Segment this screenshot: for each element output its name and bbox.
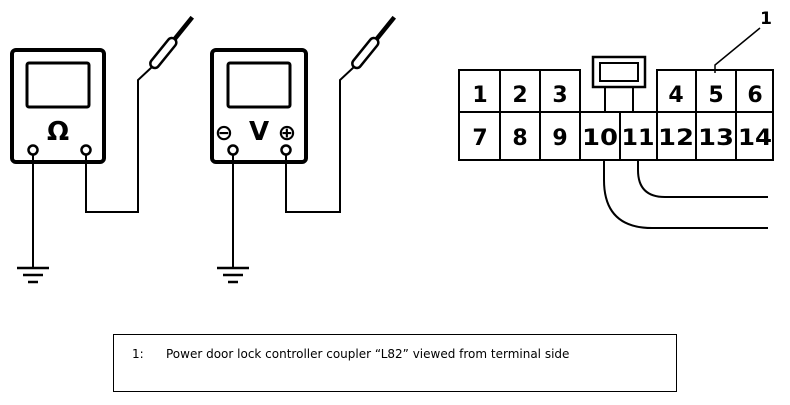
- coupler-outline: [458, 69, 774, 161]
- pin-label: 5: [708, 83, 723, 108]
- pin-label: 7: [472, 126, 487, 151]
- coupler-lock-tab: [591, 55, 647, 112]
- ohmmeter-symbol: Ω: [47, 117, 69, 147]
- voltmeter-neg-symbol: ⊖: [215, 121, 233, 146]
- voltmeter-pos-terminal: [280, 144, 292, 156]
- voltmeter-ground-icon: [217, 266, 249, 284]
- voltmeter-symbol: V: [249, 117, 269, 147]
- legend-item-number: 1:: [132, 347, 144, 361]
- wire-terminal-10: [603, 160, 768, 229]
- callout-leader: [714, 27, 761, 73]
- voltmeter: [210, 15, 397, 284]
- pin-label: 10: [582, 126, 618, 151]
- coupler-pin-labels: 1 2 3 4 5 6 7 8 9 10 11 12 13 14: [472, 83, 772, 151]
- pin-label: 1: [472, 83, 487, 108]
- legend-item-text: Power door lock controller coupler “L82”…: [166, 347, 570, 361]
- wire-terminal-11: [637, 160, 768, 198]
- ohmmeter-body: [10, 48, 106, 164]
- pin-label: 8: [512, 126, 527, 151]
- ohmmeter-probe-terminal: [80, 144, 92, 156]
- pin-label: 3: [552, 83, 567, 108]
- ohmmeter-probe-icon: [149, 15, 195, 70]
- voltmeter-display: [226, 61, 292, 109]
- ohmmeter-probe-lead: [85, 66, 153, 213]
- ohmmeter-ground-icon: [17, 266, 49, 284]
- pin-label: 9: [552, 126, 567, 151]
- legend-box: 1: Power door lock controller coupler “L…: [113, 334, 677, 392]
- ohmmeter: [10, 15, 195, 284]
- pin-label: 11: [622, 126, 655, 151]
- pin-label: 4: [668, 83, 683, 108]
- voltmeter-probe-lead: [285, 66, 355, 213]
- voltmeter-body: [210, 48, 308, 164]
- voltmeter-probe-icon: [351, 15, 397, 70]
- ohmmeter-display: [25, 61, 91, 109]
- pin-label: 12: [658, 126, 694, 151]
- voltmeter-neg-terminal: [227, 144, 239, 156]
- pin-label: 6: [747, 83, 762, 108]
- pin-label: 13: [698, 126, 734, 151]
- coupler-l82: [458, 27, 774, 229]
- callout-number: 1: [760, 9, 772, 29]
- voltmeter-pos-symbol: ⊕: [278, 121, 296, 146]
- pin-label: 14: [738, 126, 772, 151]
- pin-label: 2: [512, 83, 527, 108]
- ohmmeter-com-terminal: [27, 144, 39, 156]
